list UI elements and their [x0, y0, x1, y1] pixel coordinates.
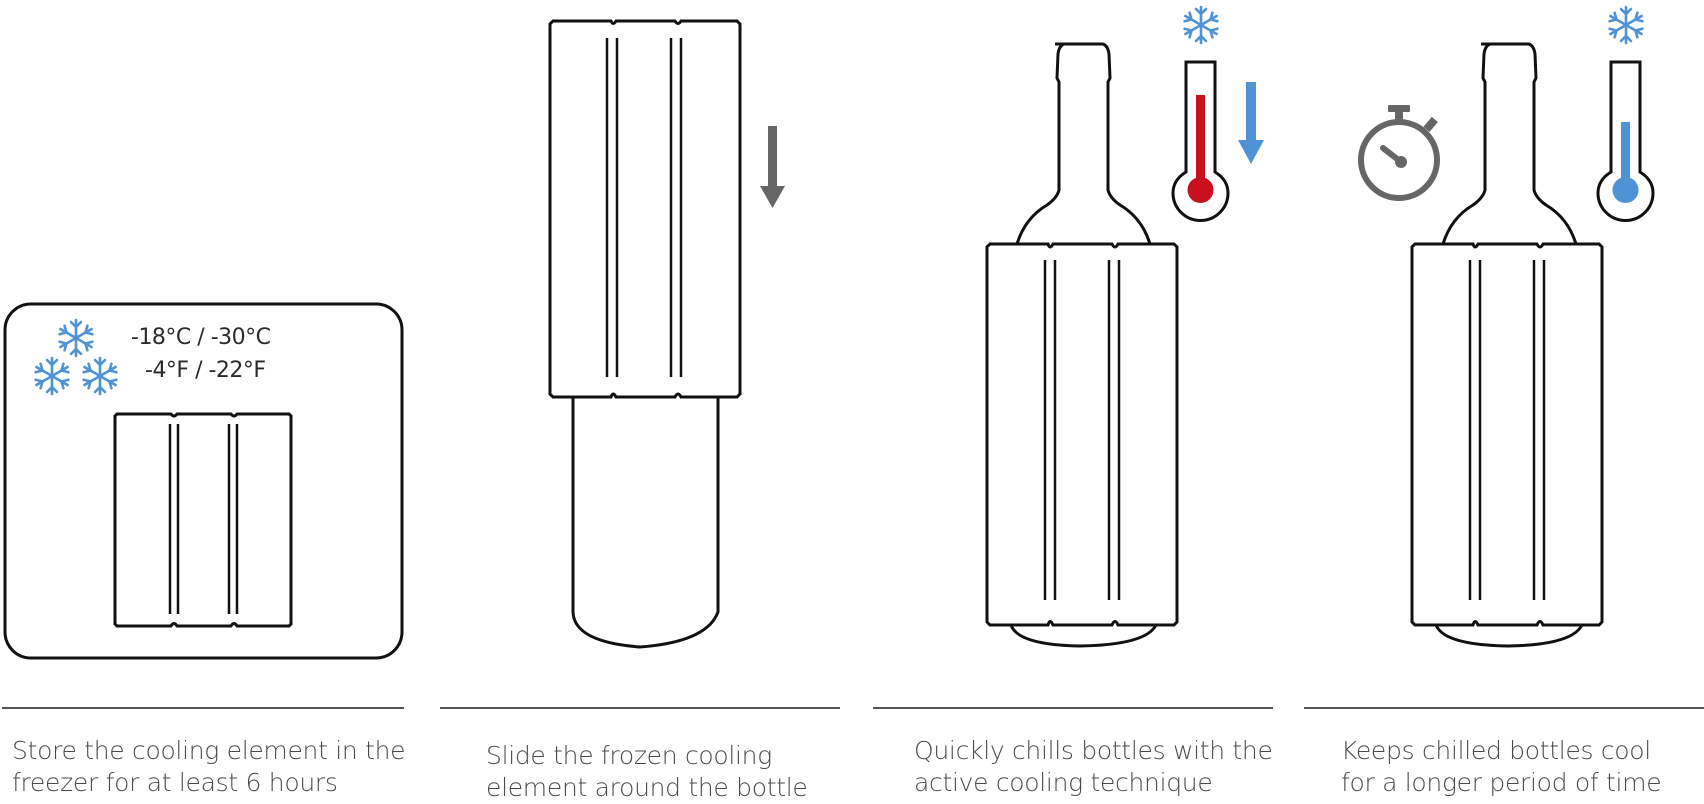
- cooling-element-sleeve: [985, 242, 1179, 627]
- caption-line: freezer for at least 6 hours: [12, 768, 338, 797]
- divider-step-2: [440, 707, 840, 709]
- stopwatch-icon: [1358, 105, 1440, 201]
- caption-line: Slide the frozen cooling: [486, 741, 772, 770]
- bottle-outline: [1441, 42, 1578, 245]
- caption-line: Quickly chills bottles with the: [914, 736, 1273, 765]
- step-3-illustration: [985, 42, 1179, 648]
- cooling-element-sleeve: [548, 19, 742, 399]
- cooling-element-sleeve: [1410, 242, 1604, 627]
- divider-step-1: [2, 707, 404, 709]
- caption-step-4: Keeps chilled bottles cool for a longer …: [1341, 735, 1662, 799]
- temperature-celsius: -18°C / -30°C: [131, 325, 271, 350]
- snowflake-icon: [58, 318, 94, 358]
- arrow-down-icon: [760, 126, 785, 208]
- snowflake-icon: [1608, 5, 1644, 45]
- arrow-down-icon: [1238, 82, 1264, 164]
- cooling-element-flat: [113, 412, 293, 628]
- bottle-body: [571, 397, 720, 649]
- caption-line: for a longer period of time: [1341, 768, 1662, 797]
- snowflake-icon: [82, 356, 118, 396]
- snowflake-icon: [34, 356, 70, 396]
- freezer-box: [3, 302, 404, 660]
- thermometer-hot-icon: [1171, 60, 1230, 222]
- caption-line: element around the bottle: [486, 773, 808, 802]
- caption-line: Keeps chilled bottles cool: [1341, 736, 1651, 765]
- bottle-outline: [1015, 42, 1152, 245]
- snowflake-icon: [1183, 5, 1219, 45]
- divider-step-4: [1304, 707, 1704, 709]
- step-2-illustration: [548, 19, 742, 649]
- caption-line: Store the cooling element in the: [12, 736, 406, 765]
- divider-step-3: [873, 707, 1273, 709]
- caption-step-3: Quickly chills bottles with the active c…: [914, 735, 1273, 799]
- step-1-illustration: [3, 302, 404, 660]
- caption-step-1: Store the cooling element in the freezer…: [12, 735, 406, 799]
- caption-line: active cooling technique: [914, 768, 1213, 797]
- temperature-fahrenheit: -4°F / -22°F: [145, 358, 266, 383]
- thermometer-cold-icon: [1596, 60, 1655, 222]
- step-4-illustration: [1410, 42, 1604, 648]
- caption-step-2: Slide the frozen cooling element around …: [486, 740, 808, 804]
